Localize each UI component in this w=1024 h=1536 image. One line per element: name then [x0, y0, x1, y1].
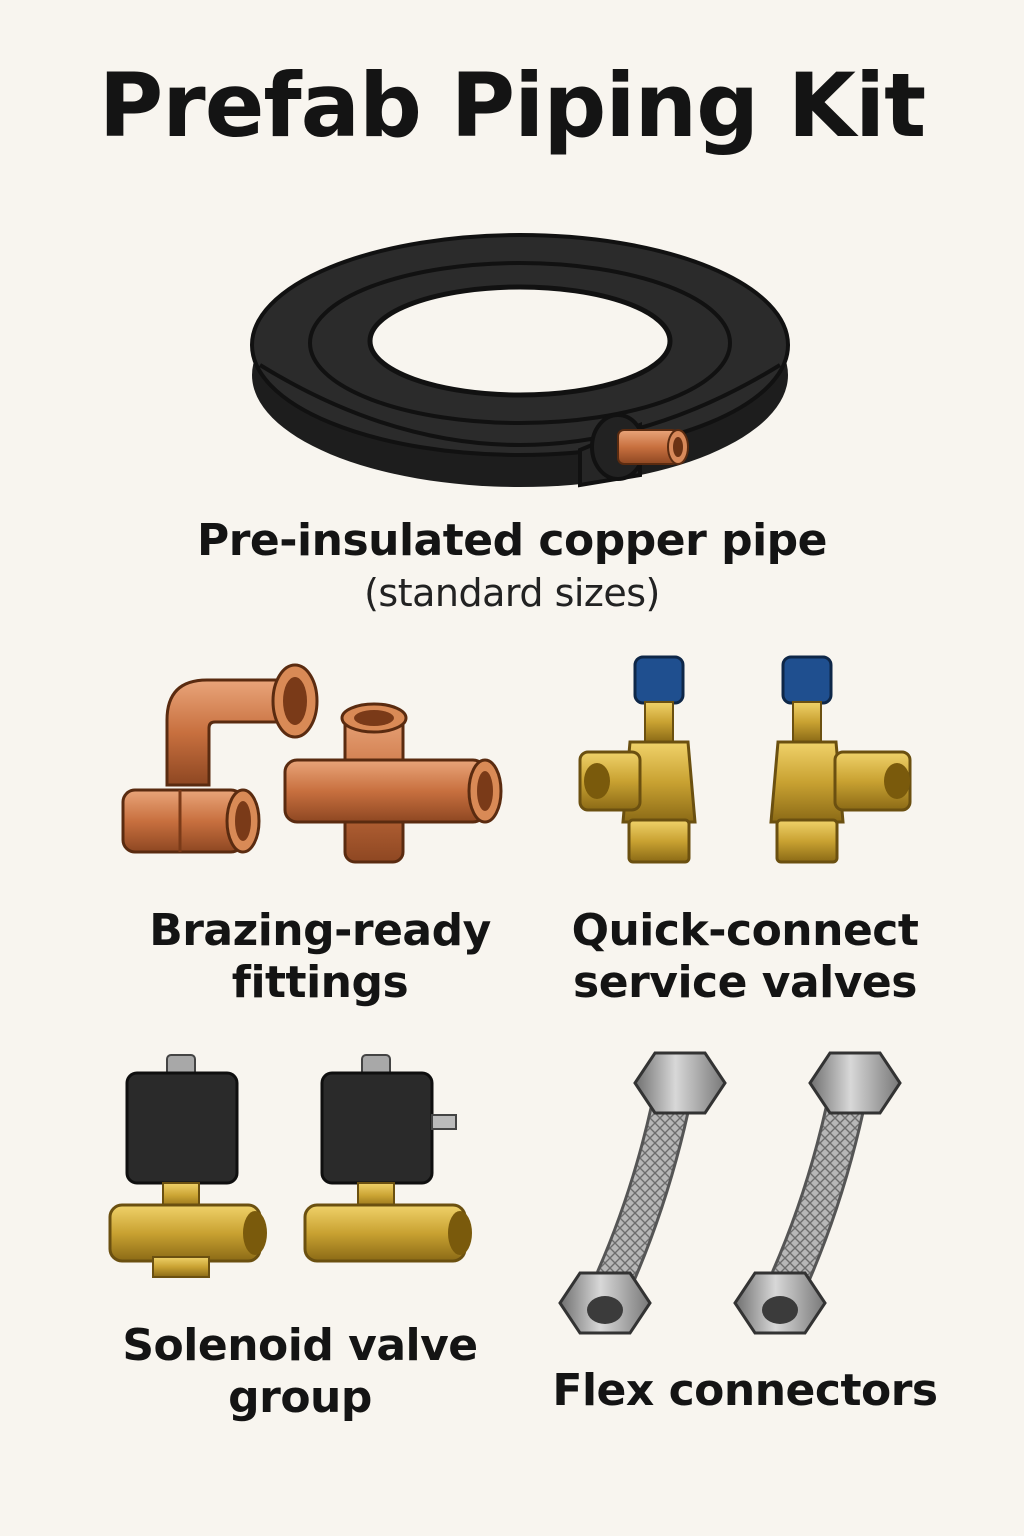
service-valves-label-line1: Quick-connect: [571, 905, 919, 956]
service-valves-label-line2: service valves: [573, 957, 917, 1008]
fittings-label-line2: fittings: [231, 957, 409, 1008]
pipe-sublabel: (standard sizes): [364, 571, 660, 615]
service-valves-caption: Quick-connect service valves: [545, 905, 945, 1009]
pipe-label: Pre-insulated copper pipe: [196, 515, 828, 566]
flex-label: Flex connectors: [552, 1365, 938, 1416]
page-title: Prefab Piping Kit: [98, 54, 926, 157]
solenoid-valve-icon: [108, 1054, 472, 1278]
flex-caption: Flex connectors: [540, 1365, 950, 1417]
solenoid-label-line2: group: [228, 1372, 372, 1423]
pipe-caption: Pre-insulated copper pipe (standard size…: [112, 515, 912, 619]
copper-fittings-icon: [121, 663, 503, 864]
fittings-caption: Brazing-ready fittings: [80, 905, 560, 1009]
solenoid-label-line1: Solenoid valve: [122, 1320, 478, 1371]
insulated-pipe-coil-icon: [250, 233, 790, 488]
service-valve-icon: [578, 655, 912, 864]
solenoid-caption: Solenoid valve group: [70, 1320, 530, 1424]
braided-hose-icon: [558, 1051, 902, 1335]
fittings-label-line1: Brazing-ready: [149, 905, 491, 956]
